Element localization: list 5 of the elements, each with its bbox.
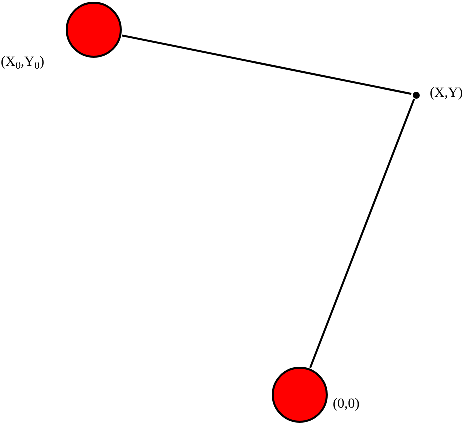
connector-line bbox=[122, 34, 412, 96]
coordinate-label: (X,Y) bbox=[430, 87, 464, 101]
coordinate-label: (0,0) bbox=[333, 398, 360, 412]
coordinate-label: (X$_{0}$,Y$_{0}$) bbox=[1, 56, 45, 70]
connector-line bbox=[310, 98, 416, 368]
